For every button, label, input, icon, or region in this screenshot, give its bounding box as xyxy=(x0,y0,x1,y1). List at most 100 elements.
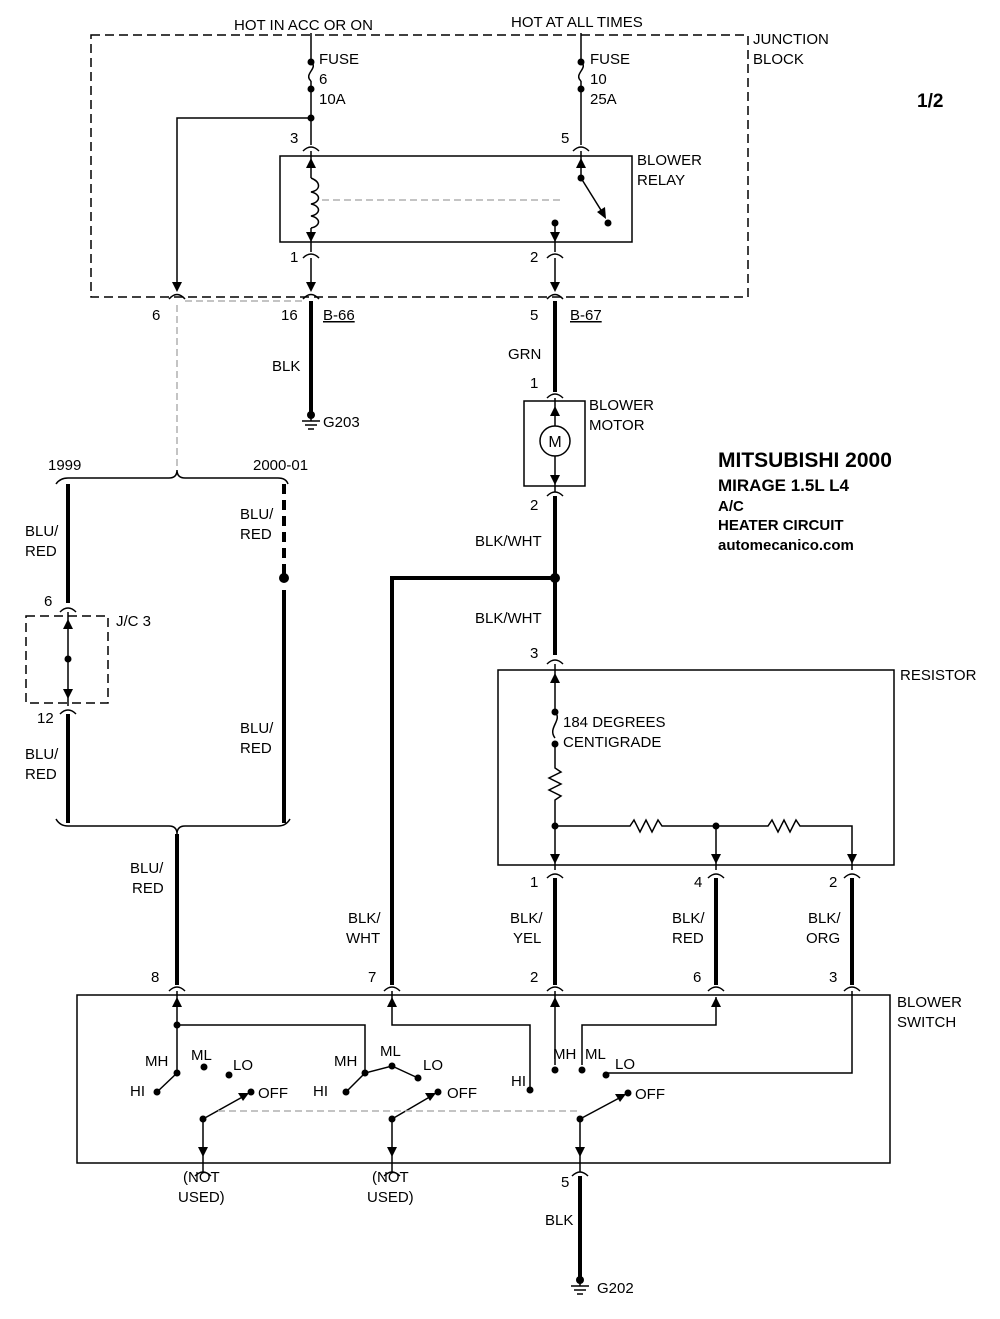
switch-3-ml: ML xyxy=(585,1046,606,1063)
switch-pin-3: 3 xyxy=(829,969,837,986)
relay-pin-3: 3 xyxy=(290,130,298,147)
switch-pin-2: 2 xyxy=(530,969,538,986)
wire-blk-wht-1: BLK/WHT xyxy=(475,533,542,550)
switch-1-off: OFF xyxy=(258,1085,288,1102)
blower-relay xyxy=(279,155,633,243)
fuse-10-rating: 25A xyxy=(590,91,617,108)
wire-blk-red: BLK/ xyxy=(672,910,705,927)
wire-blu-red-2: BLU/ xyxy=(25,746,59,763)
year-branch: 1999 2000-01 BLU/ RED 6 J/C 3 12 BLU/ RE… xyxy=(25,305,308,985)
jb-pin-16: 16 xyxy=(281,307,298,324)
switch-pin-7: 7 xyxy=(368,969,376,986)
relay-coil xyxy=(310,177,320,229)
resistor-element-3 xyxy=(716,818,853,870)
relay-pin-2: 2 xyxy=(530,249,538,266)
jc3-pin-6: 6 xyxy=(44,593,52,610)
ground-g202: BLK G202 xyxy=(545,1176,634,1297)
fuse-6-number: 6 xyxy=(319,71,327,88)
relay-pin-1: 1 xyxy=(290,249,298,266)
connector-b67: B-67 xyxy=(570,307,602,324)
switch-1-wiper xyxy=(202,1094,247,1120)
switch-1-mh: MH xyxy=(145,1053,168,1070)
wire-blk-org: BLK/ xyxy=(808,910,841,927)
switch-2-ml: ML xyxy=(380,1043,401,1060)
wire-blu-red-5b: RED xyxy=(132,880,164,897)
junction-block-label: JUNCTION xyxy=(753,31,829,48)
switch-3-hi: HI xyxy=(511,1073,526,1090)
switch-pin-5: 5 xyxy=(561,1174,569,1191)
fuse-10-label: FUSE xyxy=(590,51,630,68)
wire-blk-red-b: RED xyxy=(672,930,704,947)
blower-switch-label: BLOWER xyxy=(897,994,962,1011)
relay-contact-arm xyxy=(580,177,605,216)
fuse-6-label: FUSE xyxy=(319,51,359,68)
blower-resistor: 3 RESISTOR 184 DEGREES CENTIGRADE 1 4 2 xyxy=(497,645,977,891)
ground-g203: BLK G203 xyxy=(272,301,360,431)
wire-blu-red-3b: RED xyxy=(240,526,272,543)
wire-blu-red-5: BLU/ xyxy=(130,860,164,877)
blower-motor: GRN 1 BLOWER MOTOR M 2 BLK/WHT BLK/WHT xyxy=(475,301,654,655)
blower-motor-label-2: MOTOR xyxy=(589,417,645,434)
resistor-pin-4: 4 xyxy=(694,874,702,891)
wire-blk-g202: BLK xyxy=(545,1212,573,1229)
wire-blu-red-3: BLU/ xyxy=(240,506,274,523)
switch-pin-6: 6 xyxy=(693,969,701,986)
resistor-label: RESISTOR xyxy=(900,667,977,684)
junction-connector-jc3 xyxy=(25,615,109,704)
hot-always-label: HOT AT ALL TIMES xyxy=(511,14,643,31)
wire-blk-yel-b: YEL xyxy=(513,930,541,947)
wire-blu-red-4b: RED xyxy=(240,740,272,757)
switch-3-mh: MH xyxy=(553,1046,576,1063)
switch-2-mh: MH xyxy=(334,1053,357,1070)
resistor-pin-1: 1 xyxy=(530,874,538,891)
title-model: MIRAGE 1.5L L4 xyxy=(718,476,850,495)
switch-3-lo: LO xyxy=(615,1056,635,1073)
title-make-year: MITSUBISHI 2000 xyxy=(718,449,892,472)
wire-blu-red-1b: RED xyxy=(25,543,57,560)
blower-switch: 8 7 2 6 3 BLOWER SWITCH MH ML LO HI OFF xyxy=(76,969,962,1206)
wire-grn: GRN xyxy=(508,346,541,363)
resistor-pin-2: 2 xyxy=(829,874,837,891)
wire-blu-red-4: BLU/ xyxy=(240,720,274,737)
thermal-fuse xyxy=(552,711,558,739)
resistor-pin-3: 3 xyxy=(530,645,538,662)
switch-2-off: OFF xyxy=(447,1085,477,1102)
title-system: A/C xyxy=(718,498,744,515)
wire-blu-red-2b: RED xyxy=(25,766,57,783)
ground-g202-label: G202 xyxy=(597,1280,634,1297)
fuse-6-rating: 10A xyxy=(319,91,346,108)
resistor-element-1 xyxy=(547,744,563,870)
ground-g203-label: G203 xyxy=(323,414,360,431)
wire-blk-yel: BLK/ xyxy=(510,910,543,927)
motor-symbol-letter: M xyxy=(548,434,561,451)
title-circuit: HEATER CIRCUIT xyxy=(718,517,844,534)
sheet-number: 1/2 xyxy=(917,91,943,112)
not-used-1b: USED) xyxy=(178,1189,225,1206)
blower-relay-label-2: RELAY xyxy=(637,172,685,189)
blower-switch-label-2: SWITCH xyxy=(897,1014,956,1031)
junction-block-label-2: BLOCK xyxy=(753,51,804,68)
jc3-label: J/C 3 xyxy=(116,613,151,630)
wire-blu-red-1: BLU/ xyxy=(25,523,59,540)
wire-blk-wht-3b: WHT xyxy=(346,930,380,947)
year-1999: 1999 xyxy=(48,457,81,474)
jb-pin-5: 5 xyxy=(530,307,538,324)
motor-pin-2: 2 xyxy=(530,497,538,514)
switch-pin-8: 8 xyxy=(151,969,159,986)
motor-pin-1: 1 xyxy=(530,375,538,392)
switch-1-hi: HI xyxy=(130,1083,145,1100)
blower-motor-label: BLOWER xyxy=(589,397,654,414)
jc3-pin-12: 12 xyxy=(37,710,54,727)
junction-block: JUNCTION BLOCK HOT IN ACC OR ON HOT AT A… xyxy=(90,14,829,302)
not-used-2: (NOT xyxy=(372,1169,409,1186)
wire-blk-wht-3: BLK/ xyxy=(348,910,381,927)
switch-2-wiper xyxy=(391,1094,434,1120)
blower-relay-label: BLOWER xyxy=(637,152,702,169)
not-used-2b: USED) xyxy=(367,1189,414,1206)
thermal-fuse-label: 184 DEGREES xyxy=(563,714,666,731)
wire-blk-g203: BLK xyxy=(272,358,300,375)
relay-pin-5: 5 xyxy=(561,130,569,147)
wire-blk-wht-2: BLK/WHT xyxy=(475,610,542,627)
thermal-fuse-label-2: CENTIGRADE xyxy=(563,734,661,751)
